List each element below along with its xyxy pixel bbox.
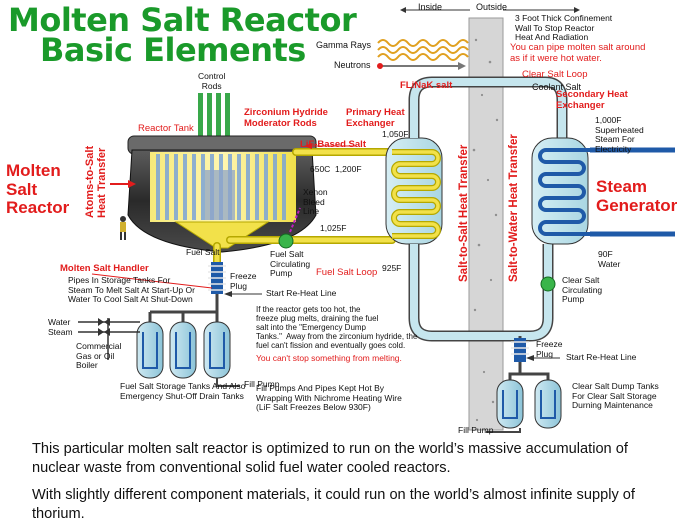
label-cant-stop: You can't stop something from melting. xyxy=(256,353,402,363)
title-line-2: Basic Elements xyxy=(40,31,306,69)
gamma-rays-wave xyxy=(377,39,469,61)
label-superheated-steam: 1,000F Superheated Steam For Electricity xyxy=(595,115,644,154)
person-figure xyxy=(120,216,126,240)
label-storage-tanks: Fuel Salt Storage Tanks And Also Emergen… xyxy=(120,381,246,401)
label-fuel-salt: Fuel Salt xyxy=(186,247,220,257)
label-fill-pumps-note: Fill Pumps And Pipes Kept Hot By Wrappin… xyxy=(256,383,402,413)
label-temp-1050: 1,050F xyxy=(382,129,409,139)
secondary-heat-exchanger xyxy=(531,137,598,245)
label-flinak-salt: FLiNaK salt xyxy=(400,80,453,91)
label-steam-generator: Steam Generator xyxy=(596,177,678,215)
freeze-plug-right xyxy=(511,336,529,368)
label-reactor-hot-note: If the reactor gets too hot, the freeze … xyxy=(256,305,418,350)
reactor-tank xyxy=(127,135,317,253)
label-water-90f: 90F Water xyxy=(598,249,621,269)
label-freeze-plug-left: Freeze Plug xyxy=(230,271,257,291)
label-atoms-to-salt: Atoms-to-Salt Heat Transfer xyxy=(84,145,109,218)
label-reactor-tank: Reactor Tank xyxy=(138,123,194,134)
label-lif-salt: LiF-Based Salt xyxy=(300,139,366,150)
label-clear-circ-pump: Clear Salt Circulating Pump xyxy=(562,275,603,305)
label-steam: Steam xyxy=(48,327,73,337)
label-fuel-salt-loop: Fuel Salt Loop xyxy=(316,267,378,278)
label-freeze-plug-right: Freeze Plug xyxy=(536,339,563,359)
label-coolant-salt: Coolant Salt xyxy=(532,82,582,92)
clear-salt-loop xyxy=(408,76,568,342)
label-temp-650-1200: 650C 1,200F xyxy=(310,164,362,174)
label-handler-desc: Pipes In Storage Tanks For Steam To Melt… xyxy=(68,275,195,305)
label-boiler: Commercial Gas or Oil Boiler xyxy=(76,341,122,371)
neutrons-arrow xyxy=(377,62,466,70)
label-molten-salt-reactor: Molten Salt Reactor xyxy=(6,161,70,218)
label-clear-dump-tanks: Clear Salt Dump Tanks For Clear Salt Sto… xyxy=(572,381,659,411)
label-temp-925: 925F xyxy=(382,263,402,273)
label-fill-pump-right: Fill Pump xyxy=(458,425,494,435)
label-clear-salt-loop: Clear Salt Loop xyxy=(522,69,588,80)
freeze-plug-left xyxy=(208,262,226,294)
clear-salt-dump-tanks xyxy=(496,368,562,429)
label-salt-to-water: Salt-to-Water Heat Transfer xyxy=(508,134,520,282)
title-line-1: Molten Salt Reactor xyxy=(8,1,357,39)
label-secondary-hx: Secondary Heat Exchanger xyxy=(556,89,628,111)
label-inside: Inside xyxy=(418,2,443,12)
primary-heat-exchanger xyxy=(385,137,443,245)
fuel-storage-tanks xyxy=(136,294,231,379)
label-fill-pump-left: Fill Pump xyxy=(244,379,280,389)
label-water: Water xyxy=(48,317,71,327)
footer-paragraph-1: This particular molten salt reactor is o… xyxy=(32,441,628,477)
control-rods xyxy=(198,93,230,153)
label-salt-to-salt: Salt-to-Salt Heat Transfer xyxy=(458,144,470,282)
clear-salt-circulating-pump xyxy=(540,276,556,292)
label-confinement-wall: 3 Foot Thick Confinement Wall To Stop Re… xyxy=(515,13,613,43)
label-pipe-note: You can pipe molten salt around as if it… xyxy=(510,42,646,64)
label-gamma-rays: Gamma Rays xyxy=(316,40,372,50)
label-primary-hx: Primary Heat Exchanger xyxy=(346,107,405,129)
label-molten-salt-handler: Molten Salt Handler xyxy=(60,263,149,274)
label-outside: Outside xyxy=(476,2,508,12)
fuel-circulating-pump xyxy=(278,233,294,249)
fuel-salt-loop xyxy=(213,148,396,268)
label-neutrons: Neutrons xyxy=(334,60,371,70)
label-start-reheat-right: Start Re-Heat Line xyxy=(566,352,637,362)
label-xenon: Xenon Bleed Line xyxy=(303,187,328,217)
label-start-reheat-left: Start Re-Heat Line xyxy=(266,288,337,298)
steam-water-lines xyxy=(590,147,675,237)
label-fuel-circ-pump: Fuel Salt Circulating Pump xyxy=(270,249,311,279)
label-temp-1025: 1,025F xyxy=(320,223,347,233)
label-control-rods: Control Rods xyxy=(198,71,226,91)
footer-paragraph-2: With slightly different component materi… xyxy=(32,487,635,523)
label-zirconium-rods: Zirconium Hydride Moderator Rods xyxy=(244,107,328,129)
valves xyxy=(98,318,110,336)
